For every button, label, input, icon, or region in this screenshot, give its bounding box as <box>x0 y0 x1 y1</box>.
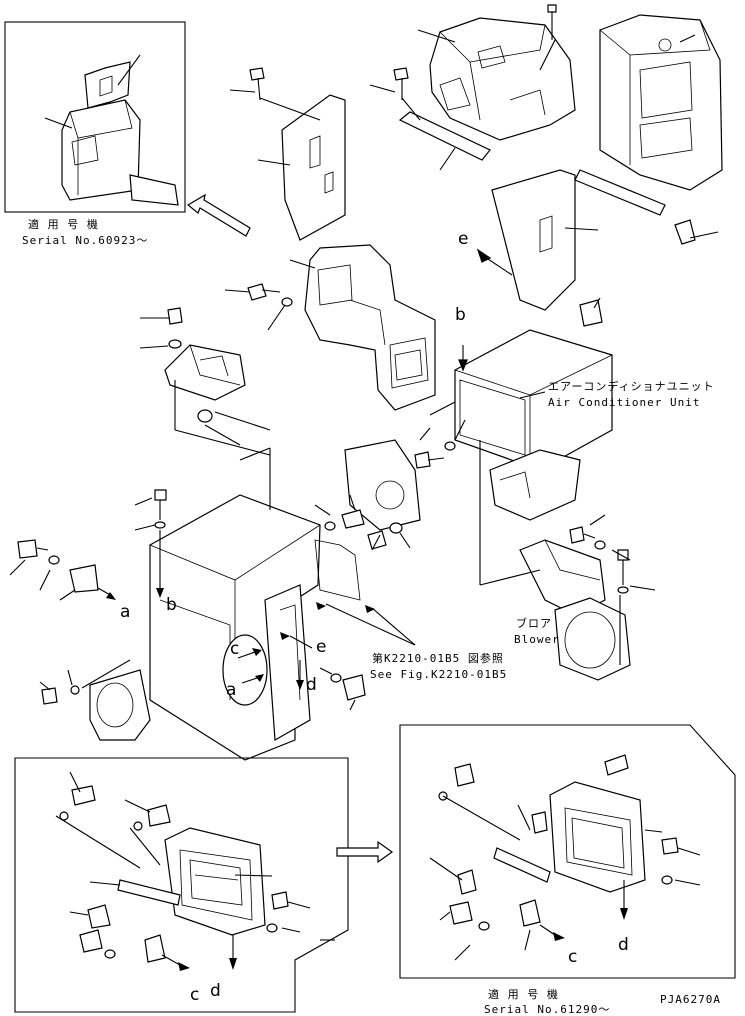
drawing-id: PJA6270A <box>660 993 721 1006</box>
callout-c-bottom-left: c <box>190 985 200 1005</box>
callout-d-bottom-left: d <box>210 981 221 1001</box>
callout-d-bottom-right: d <box>618 935 629 955</box>
unit-label-en: Air Conditioner Unit <box>548 396 701 409</box>
blower-label-jp: ブロア <box>516 617 552 630</box>
callout-c-housing: c <box>230 639 240 659</box>
callout-b-housing: b <box>166 595 177 615</box>
inset-top-left-serial: Serial No.60923～ <box>22 234 149 247</box>
bolt <box>249 67 265 101</box>
callout-c-bottom-right: c <box>568 947 578 967</box>
bottom-right-group <box>399 724 736 979</box>
callout-a-housing: a <box>226 680 237 700</box>
inset-bottom-right-serial: Serial No.61290～ <box>484 1003 611 1016</box>
inset-arrow <box>186 193 251 237</box>
transition-arrow <box>336 840 394 864</box>
blower <box>479 440 656 681</box>
inset-bottom-right-applicable: 適 用 号 機 <box>488 988 559 1001</box>
main-housing <box>9 447 416 761</box>
reference-jp: 第K2210-01B5 図参照 <box>372 652 504 665</box>
blower-label-en: Blower <box>514 633 560 646</box>
unit-label-jp: エアーコンディショナユニット <box>548 380 715 393</box>
inset-frame-top-left <box>4 21 186 213</box>
callout-e-top: e <box>458 229 469 249</box>
top-cover-group <box>229 4 723 327</box>
callout-b-top: b <box>455 305 466 325</box>
callout-e-housing: e <box>316 637 327 657</box>
air-conditioner-unit <box>314 248 613 551</box>
duct-assembly <box>224 244 436 411</box>
callout-a-left: a <box>120 602 131 622</box>
bracket-left <box>139 307 271 456</box>
bottom-left-group <box>14 757 349 1013</box>
reference-en: See Fig.K2210-01B5 <box>370 668 508 681</box>
inset-top-left-applicable: 適 用 号 機 <box>28 218 99 231</box>
bolt <box>547 4 557 40</box>
callout-d-housing: d <box>306 675 317 695</box>
bolt <box>393 67 409 100</box>
